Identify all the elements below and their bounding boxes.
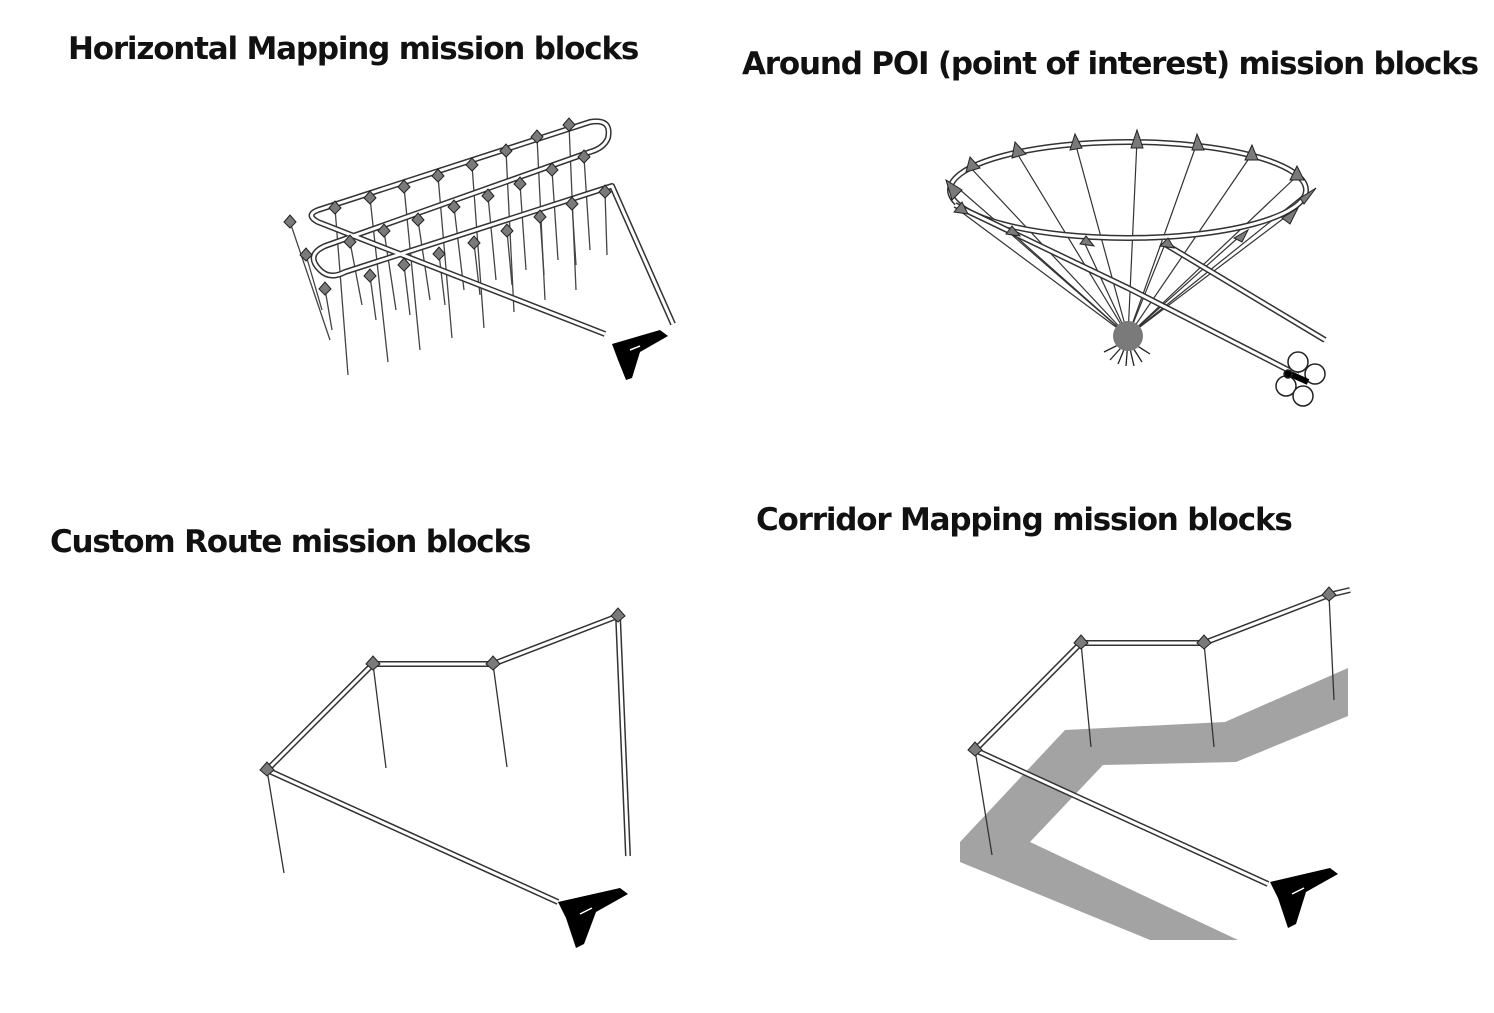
around-poi-diagram xyxy=(945,128,1327,407)
fixed-wing-drone-icon xyxy=(558,888,628,948)
horizontal-mapping-diagram xyxy=(283,117,676,380)
title-custom-route: Custom Route mission blocks xyxy=(50,524,531,560)
quadcopter-drone-icon xyxy=(1275,351,1326,407)
title-around-poi: Around POI (point of interest) mission b… xyxy=(742,46,1479,82)
corridor-mapping-diagram xyxy=(960,586,1351,940)
fixed-wing-drone-icon xyxy=(612,330,668,380)
title-horizontal-mapping: Horizontal Mapping mission blocks xyxy=(68,31,639,67)
poi-marker-icon xyxy=(1103,321,1151,367)
waypoint-marker-icon xyxy=(945,128,1317,249)
waypoint-marker-icon xyxy=(967,586,1337,757)
waypoint-marker-icon xyxy=(283,117,612,296)
corridor-band xyxy=(960,668,1348,940)
title-corridor-mapping: Corridor Mapping mission blocks xyxy=(756,502,1293,538)
fixed-wing-drone-icon xyxy=(1270,868,1338,928)
waypoint-marker-icon xyxy=(259,607,626,777)
custom-route-diagram xyxy=(259,607,631,948)
